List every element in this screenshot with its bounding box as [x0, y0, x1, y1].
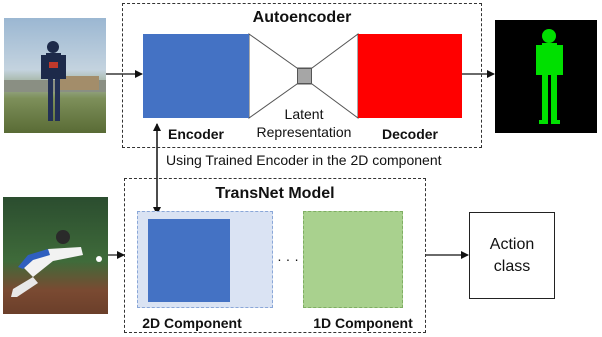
decoder-block [358, 34, 462, 118]
component-1d-block [303, 211, 403, 308]
decoder-label: Decoder [381, 126, 439, 142]
action-class-line2: class [493, 257, 531, 275]
component-2d-label: 2D Component [142, 315, 242, 331]
latent-representation-block [297, 68, 312, 84]
connection-label: Using Trained Encoder in the 2D componen… [166, 152, 442, 168]
football-player-photo [4, 18, 106, 133]
green-silhouette-mask [495, 20, 597, 133]
encoder-label: Encoder [167, 126, 224, 142]
transnet-title: TransNet Model [215, 185, 335, 202]
component-2d-block [148, 219, 230, 302]
component-1d-label: 1D Component [313, 315, 413, 331]
baseball-player-photo [3, 197, 108, 314]
autoencoder-box [122, 3, 482, 148]
ellipsis: · · · [277, 251, 299, 267]
latent-label-line2: Representation [256, 124, 352, 140]
latent-label-line1: Latent [284, 106, 324, 122]
action-class-line1: Action [489, 235, 535, 253]
action-class-box: Action class [469, 212, 555, 299]
transnet-box [124, 178, 426, 333]
encoder-block [143, 34, 249, 118]
autoencoder-title: Autoencoder [252, 9, 352, 26]
